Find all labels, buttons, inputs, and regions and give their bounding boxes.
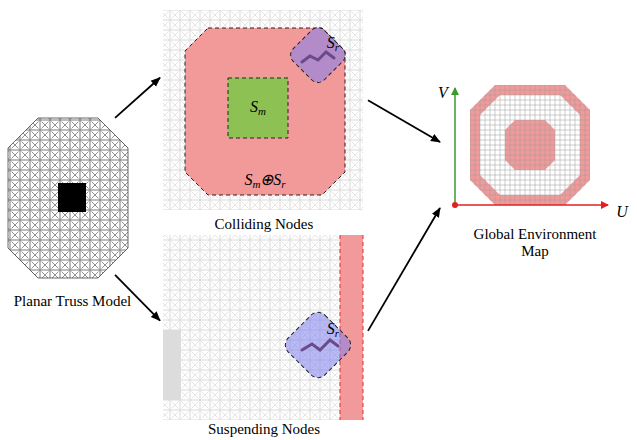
flow-arrow xyxy=(115,78,160,118)
v-axis xyxy=(454,88,456,205)
robot-body xyxy=(302,340,338,350)
map-grid xyxy=(470,85,590,205)
suspending-band xyxy=(340,235,363,420)
map-outer xyxy=(470,85,590,205)
panel-caption: Suspending Nodes xyxy=(160,421,368,438)
math-label: V xyxy=(438,85,448,101)
flow-arrow xyxy=(368,100,440,142)
math-label: Sr xyxy=(327,321,339,339)
truss-grid xyxy=(163,235,363,420)
panel: Global Environment Map xyxy=(440,60,630,260)
obstacle-square xyxy=(228,78,288,138)
math-label: Sr xyxy=(327,35,339,53)
truss-model xyxy=(8,118,128,278)
robot-shape xyxy=(281,308,355,382)
math-label: Sm⊕Sr xyxy=(244,172,285,190)
hole-region xyxy=(163,330,181,400)
math-label: Sm xyxy=(250,99,266,117)
robot-body xyxy=(302,52,334,62)
band-edge xyxy=(340,235,363,420)
flow-arrow xyxy=(368,208,440,331)
panel-caption: Colliding Nodes xyxy=(160,216,368,233)
truss-obstacle xyxy=(58,183,86,212)
panel: Planar Truss Model xyxy=(5,115,140,310)
panel-caption: Planar Truss Model xyxy=(5,293,140,310)
panel-caption: Global Environment Map xyxy=(460,226,610,261)
truss-grid xyxy=(163,10,363,210)
u-axis xyxy=(455,204,608,206)
robot-shape xyxy=(287,24,349,86)
math-label: U xyxy=(616,204,628,220)
origin-dot xyxy=(452,202,458,208)
